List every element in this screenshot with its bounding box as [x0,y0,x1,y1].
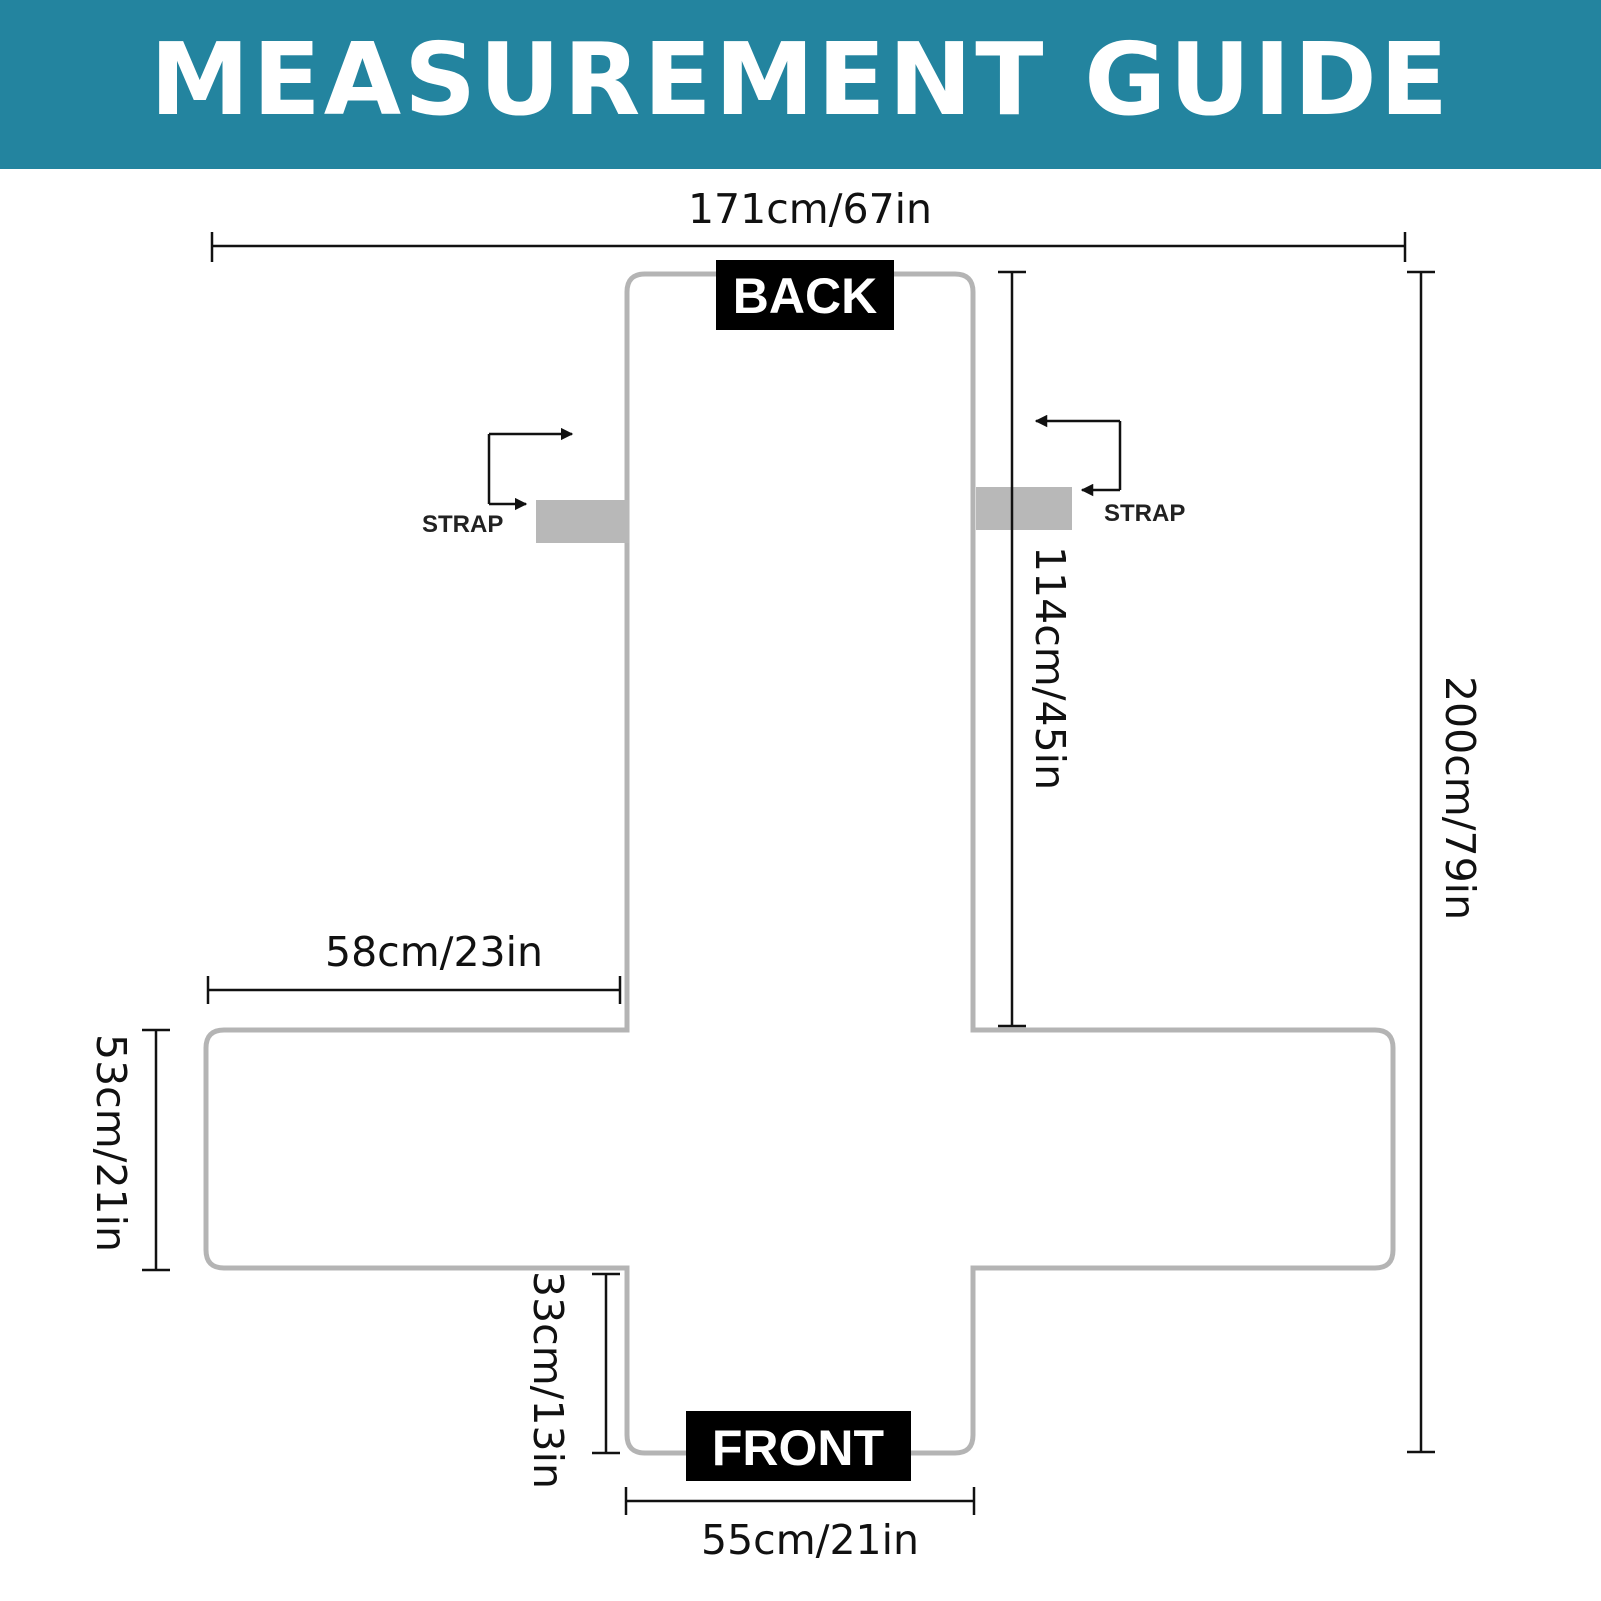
strap-right-arrow [1034,414,1122,497]
cover-outline [203,271,1396,1456]
dim-total-length: 200cm/79in [1436,676,1484,920]
dim-back-length: 114cm/45in [1026,546,1074,790]
back-tag [716,260,894,330]
dim-arm-height: 53cm/21in [87,1034,135,1252]
strap-left-band [536,500,629,543]
strap-right-label: STRAP [1104,500,1185,527]
dim-front-length: 33cm/13in [524,1271,572,1489]
strap-left-label: STRAP [422,511,503,538]
strap-left-arrow [487,427,574,511]
dim-front-width: 55cm/21in [701,1516,919,1564]
back-label: BACK [733,268,877,324]
page-title: MEASUREMENT GUIDE [149,20,1452,138]
dim-total-width: 171cm/67in [688,185,932,233]
header-banner: MEASUREMENT GUIDE [0,0,1601,169]
dimension-lines [142,232,1435,1515]
strap-right-band [976,487,1072,530]
front-label: FRONT [712,1420,884,1476]
front-tag [686,1411,911,1481]
dim-arm-width: 58cm/23in [325,928,543,976]
